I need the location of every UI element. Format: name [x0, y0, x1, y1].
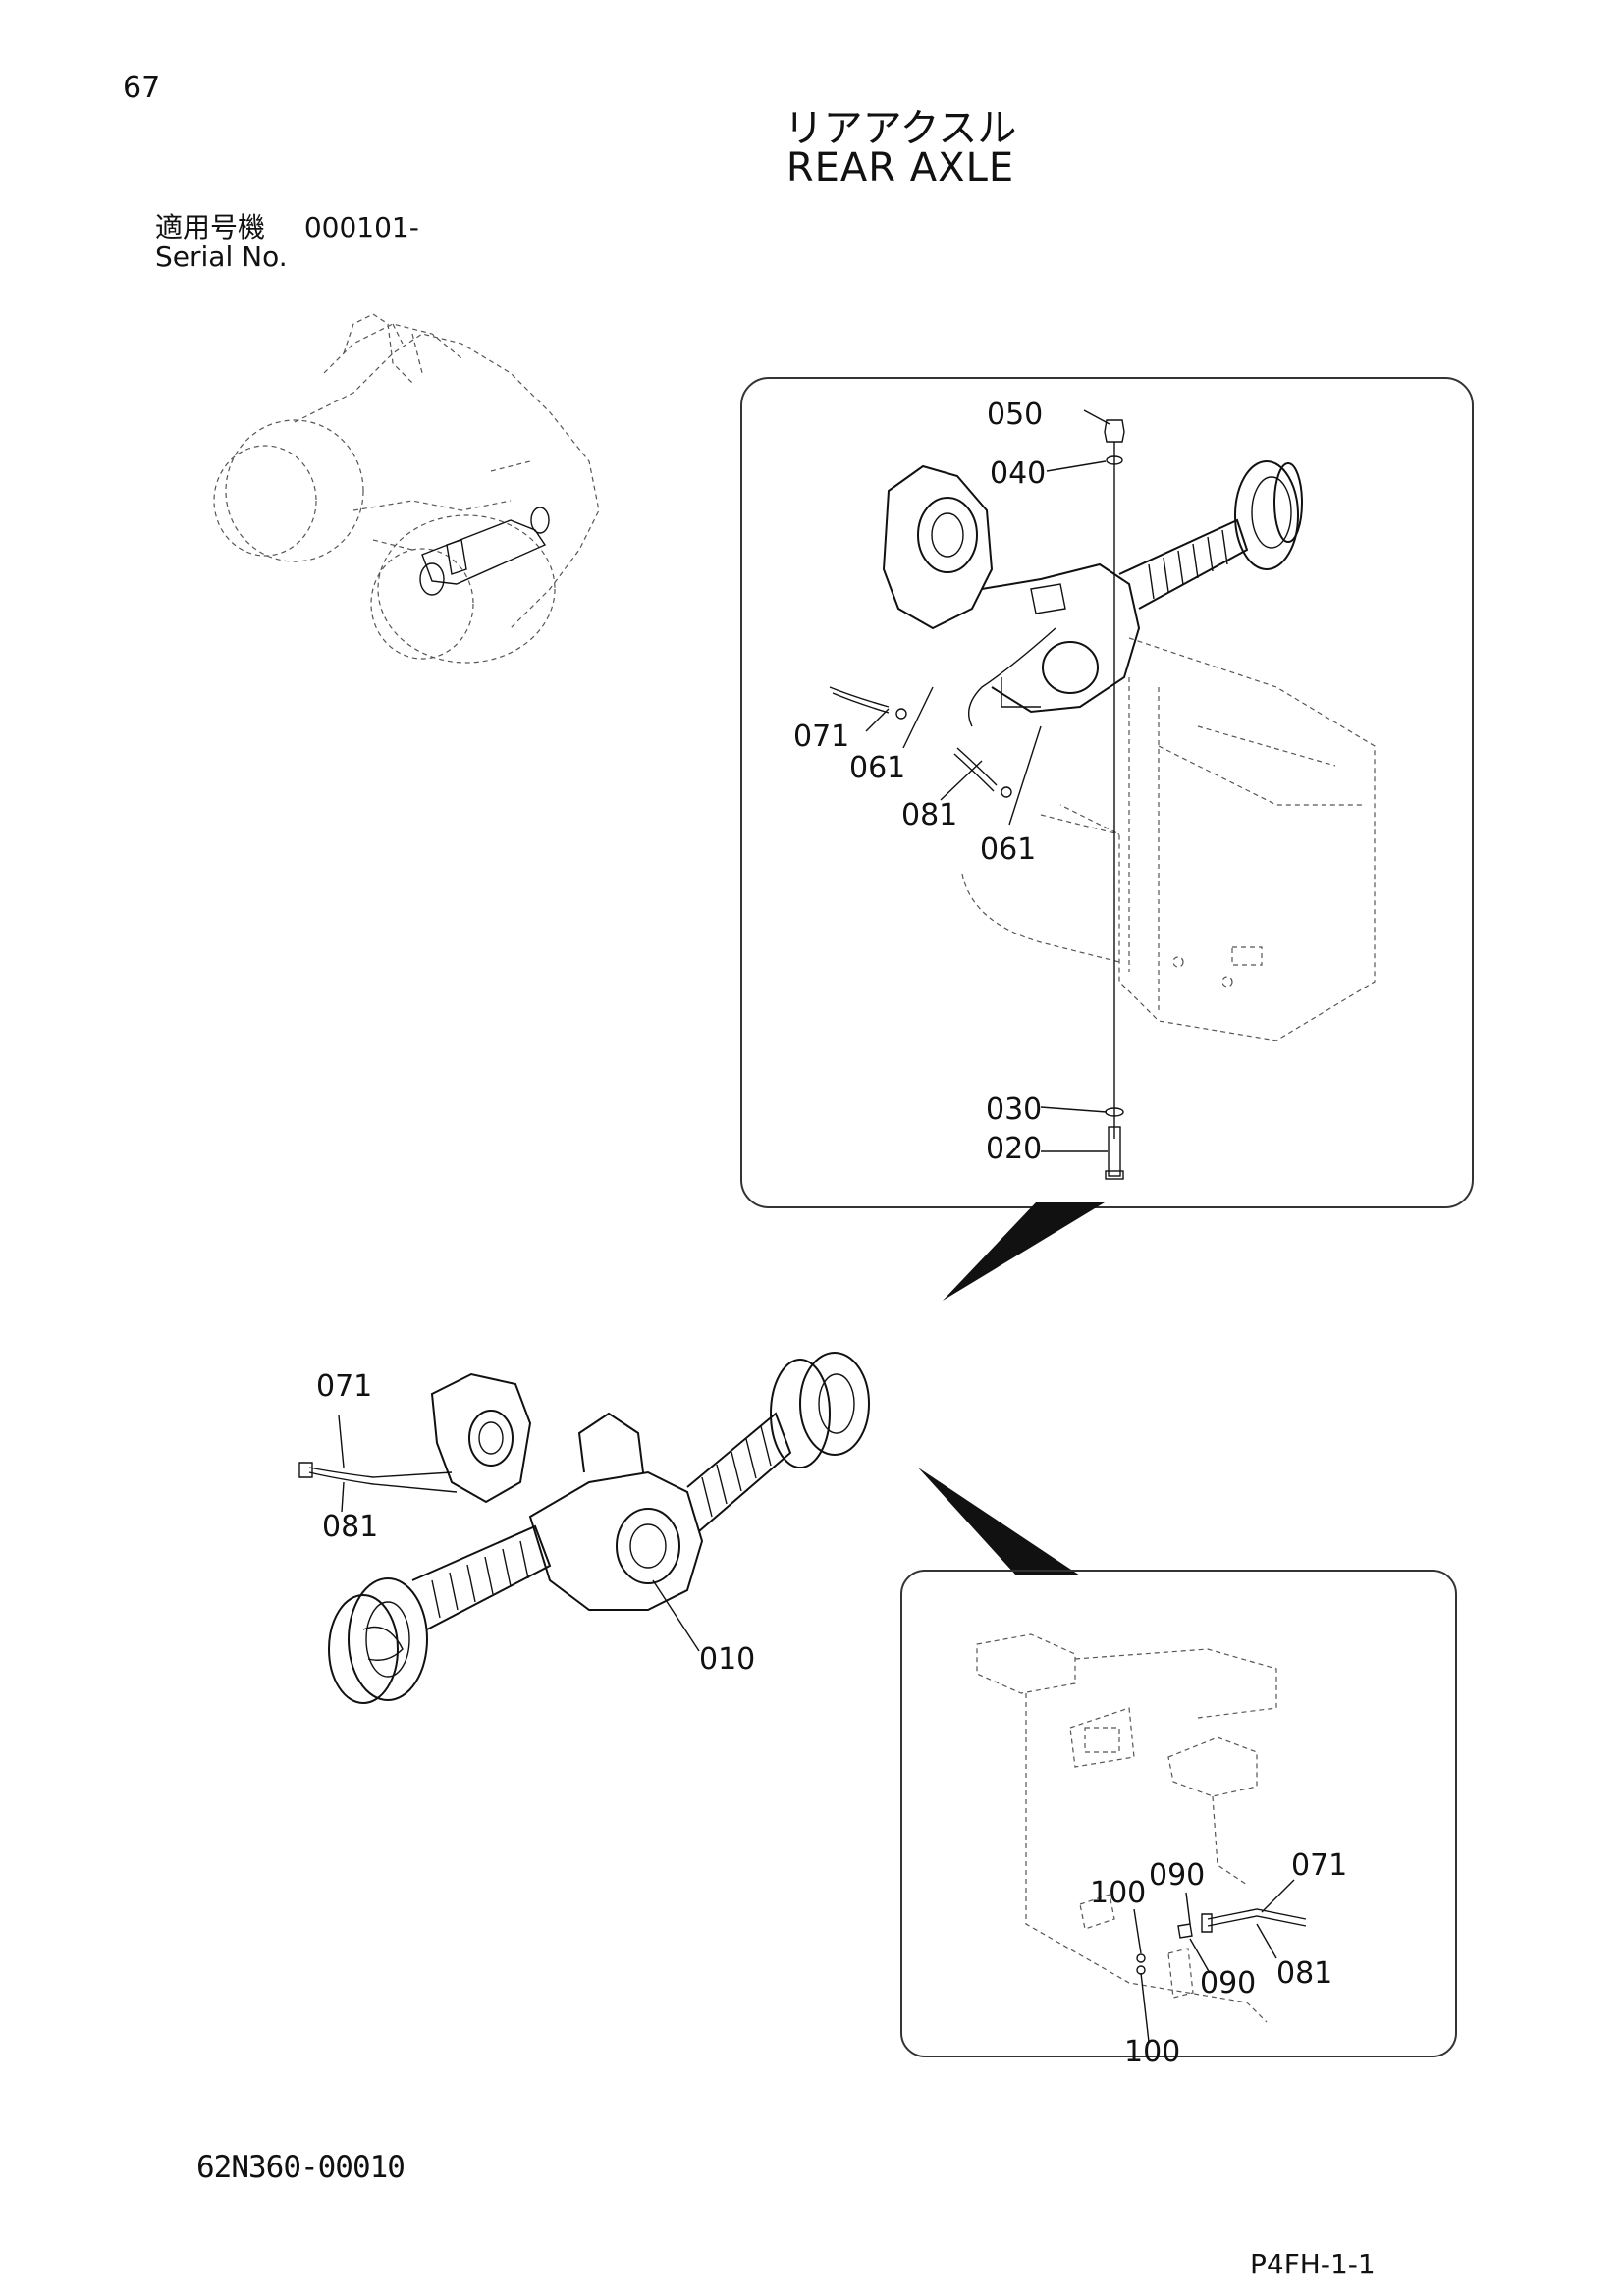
page-reference: P4FH-1-1 — [1250, 2248, 1376, 2280]
bottom-detail-pointer — [918, 1468, 1080, 1575]
callout-090-a: 090 — [1149, 1858, 1205, 1893]
top-detail-pointer — [943, 1202, 1105, 1301]
serial-label-english: Serial No. — [155, 240, 288, 273]
callout-081-top: 081 — [901, 798, 957, 832]
serial-label-row: 適用号機 000101- — [155, 206, 419, 245]
top-detail-drawing — [829, 409, 1376, 1180]
bottom-detail-drawing — [976, 1633, 1307, 2043]
callout-071-bottom: 071 — [1291, 1848, 1347, 1883]
callout-030: 030 — [986, 1093, 1042, 1127]
callout-081-main: 081 — [322, 1510, 378, 1544]
callout-020: 020 — [986, 1132, 1042, 1166]
callout-010: 010 — [699, 1642, 755, 1677]
callout-061-top-a: 061 — [849, 751, 905, 785]
callout-100-a: 100 — [1090, 1876, 1146, 1910]
callout-050: 050 — [987, 398, 1043, 432]
top-detail-frame — [740, 377, 1474, 1208]
machine-overview-sketch — [213, 313, 600, 664]
callout-061-top-b: 061 — [980, 832, 1036, 867]
serial-value: 000101- — [303, 211, 419, 243]
page-title-english: REAR AXLE — [785, 145, 1015, 190]
callout-040: 040 — [990, 456, 1046, 491]
bottom-detail-frame — [900, 1570, 1457, 2057]
page-number: 67 — [123, 71, 161, 105]
callout-090-b: 090 — [1200, 1966, 1256, 2001]
rear-axle-main-drawing — [298, 1352, 870, 1704]
callout-081-bottom: 081 — [1276, 1956, 1332, 1991]
callout-071-main: 071 — [316, 1369, 372, 1404]
serial-label-japanese: 適用号機 — [155, 211, 266, 243]
callout-100-b: 100 — [1124, 2035, 1180, 2069]
document-code: 62N360-00010 — [196, 2150, 406, 2185]
page-title-japanese: リアアクスル — [784, 106, 1017, 151]
callout-071-top: 071 — [793, 720, 849, 754]
